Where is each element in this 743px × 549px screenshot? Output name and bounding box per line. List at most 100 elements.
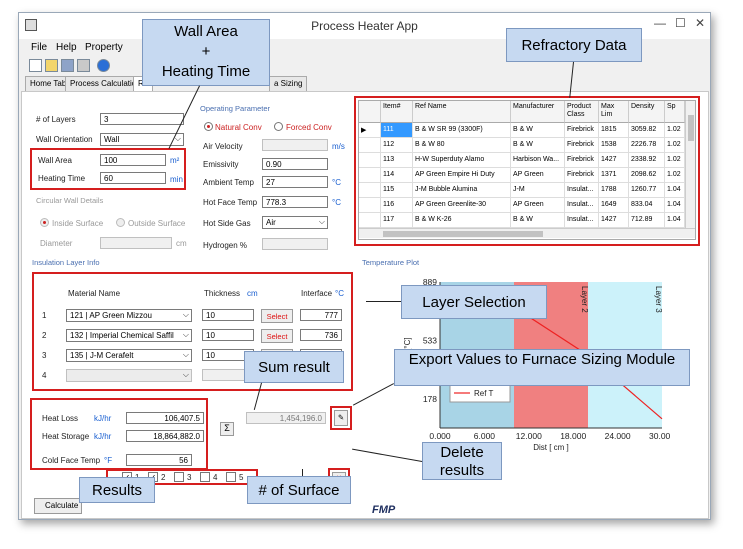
emissivity-input[interactable]: 0.90: [262, 158, 328, 170]
table-cell[interactable]: 1.02: [665, 168, 685, 183]
table-cell[interactable]: AP Green Greenlite-30: [413, 198, 511, 213]
vertical-scroll-thumb[interactable]: [688, 115, 694, 141]
surface-checkbox[interactable]: [200, 472, 210, 482]
table-cell[interactable]: 1538: [599, 138, 629, 153]
inside-surface-radio[interactable]: [40, 218, 49, 227]
surface-checkbox[interactable]: [226, 472, 236, 482]
table-cell[interactable]: 111: [381, 123, 413, 138]
row-selector[interactable]: [359, 198, 381, 213]
refractory-table[interactable]: Item# Ref Name Manufacturer Product Clas…: [358, 100, 696, 240]
table-cell[interactable]: 1427: [599, 153, 629, 168]
table-cell[interactable]: B & W: [511, 213, 565, 228]
col-header-density[interactable]: Density: [629, 101, 665, 123]
table-cell[interactable]: 2098.62: [629, 168, 665, 183]
layer-select-button[interactable]: Select: [261, 329, 293, 343]
table-cell[interactable]: Firebrick: [565, 153, 599, 168]
table-cell[interactable]: 115: [381, 183, 413, 198]
table-cell[interactable]: Insulat...: [565, 183, 599, 198]
table-cell[interactable]: Firebrick: [565, 138, 599, 153]
orientation-select[interactable]: Wall⌵: [100, 133, 184, 146]
table-cell[interactable]: 712.89: [629, 213, 665, 228]
table-cell[interactable]: 112: [381, 138, 413, 153]
table-cell[interactable]: 1649: [599, 198, 629, 213]
table-cell[interactable]: Insulat...: [565, 213, 599, 228]
outside-surface-radio[interactable]: [116, 218, 125, 227]
table-cell[interactable]: B & W: [511, 138, 565, 153]
col-header-ref-name[interactable]: Ref Name: [413, 101, 511, 123]
hot-side-gas-select[interactable]: Air⌵: [262, 216, 328, 229]
hydrogen-input[interactable]: [262, 238, 328, 250]
table-cell[interactable]: Insulat...: [565, 198, 599, 213]
sum-button[interactable]: Σ: [220, 422, 234, 436]
minimize-icon[interactable]: —: [654, 16, 666, 30]
horizontal-scroll-thumb[interactable]: [383, 231, 543, 237]
row-selector[interactable]: [359, 168, 381, 183]
table-cell[interactable]: Harbison Wa...: [511, 153, 565, 168]
layer-material-select[interactable]: 132 | Imperial Chemical Saffil⌵: [66, 329, 192, 342]
layer-thickness-input[interactable]: 10: [202, 309, 254, 321]
horizontal-scrollbar[interactable]: [359, 228, 695, 238]
table-cell[interactable]: 1.04: [665, 198, 685, 213]
table-cell[interactable]: 1.04: [665, 183, 685, 198]
table-cell[interactable]: AP Green Empire Hi Duty: [413, 168, 511, 183]
table-cell[interactable]: 113: [381, 153, 413, 168]
heating-time-input[interactable]: 60: [100, 172, 166, 184]
ambient-temp-input[interactable]: 27: [262, 176, 328, 188]
layer-thickness-input[interactable]: 10: [202, 329, 254, 341]
col-header-item[interactable]: Item#: [381, 101, 413, 123]
hot-face-temp-input[interactable]: 778.3: [262, 196, 328, 208]
help-icon[interactable]: [97, 59, 110, 72]
table-cell[interactable]: 114: [381, 168, 413, 183]
air-velocity-input[interactable]: [262, 139, 328, 151]
new-file-icon[interactable]: [29, 59, 42, 72]
table-cell[interactable]: B & W SR 99 (3300F): [413, 123, 511, 138]
menu-property[interactable]: Property: [85, 42, 123, 53]
open-folder-icon[interactable]: [45, 59, 58, 72]
table-cell[interactable]: 1.02: [665, 123, 685, 138]
save-icon[interactable]: [61, 59, 74, 72]
table-cell[interactable]: 117: [381, 213, 413, 228]
layers-input[interactable]: 3: [100, 113, 184, 125]
table-cell[interactable]: 116: [381, 198, 413, 213]
vertical-scrollbar[interactable]: [685, 101, 695, 228]
row-selector[interactable]: [359, 153, 381, 168]
table-cell[interactable]: 1371: [599, 168, 629, 183]
table-cell[interactable]: B & W 80: [413, 138, 511, 153]
table-cell[interactable]: 1788: [599, 183, 629, 198]
forced-conv-radio[interactable]: [274, 122, 283, 131]
layer-select-button[interactable]: Select: [261, 309, 293, 323]
table-cell[interactable]: 1.02: [665, 153, 685, 168]
row-selector[interactable]: ▶: [359, 123, 381, 138]
maximize-icon[interactable]: ☐: [675, 16, 686, 30]
table-cell[interactable]: B & W K-26: [413, 213, 511, 228]
table-cell[interactable]: Firebrick: [565, 123, 599, 138]
col-header-product-class[interactable]: Product Class: [565, 101, 599, 123]
wall-area-input[interactable]: 100: [100, 154, 166, 166]
table-cell[interactable]: 2338.92: [629, 153, 665, 168]
diameter-input[interactable]: [100, 237, 172, 249]
tab-furnace-sizing[interactable]: a Sizing: [269, 76, 308, 91]
row-selector[interactable]: [359, 183, 381, 198]
calculate-button[interactable]: Calculate: [34, 498, 82, 514]
table-cell[interactable]: H-W Superduty Alamo: [413, 153, 511, 168]
table-cell[interactable]: 3059.82: [629, 123, 665, 138]
natural-conv-radio[interactable]: [204, 122, 213, 131]
table-cell[interactable]: 1.02: [665, 138, 685, 153]
col-header-sp[interactable]: Sp: [665, 101, 685, 123]
col-header-manufacturer[interactable]: Manufacturer: [511, 101, 565, 123]
table-cell[interactable]: AP Green: [511, 198, 565, 213]
close-icon[interactable]: ✕: [695, 16, 706, 30]
menu-file[interactable]: File: [31, 42, 48, 53]
table-cell[interactable]: AP Green: [511, 168, 565, 183]
menu-help[interactable]: Help: [56, 42, 77, 53]
table-cell[interactable]: B & W: [511, 123, 565, 138]
row-selector[interactable]: [359, 213, 381, 228]
table-cell[interactable]: 2226.78: [629, 138, 665, 153]
row-selector[interactable]: [359, 138, 381, 153]
table-cell[interactable]: 1.04: [665, 213, 685, 228]
table-cell[interactable]: 1260.77: [629, 183, 665, 198]
table-cell[interactable]: 1815: [599, 123, 629, 138]
table-cell[interactable]: J-M: [511, 183, 565, 198]
table-cell[interactable]: 833.04: [629, 198, 665, 213]
layer-material-select[interactable]: ⌵: [66, 369, 192, 382]
